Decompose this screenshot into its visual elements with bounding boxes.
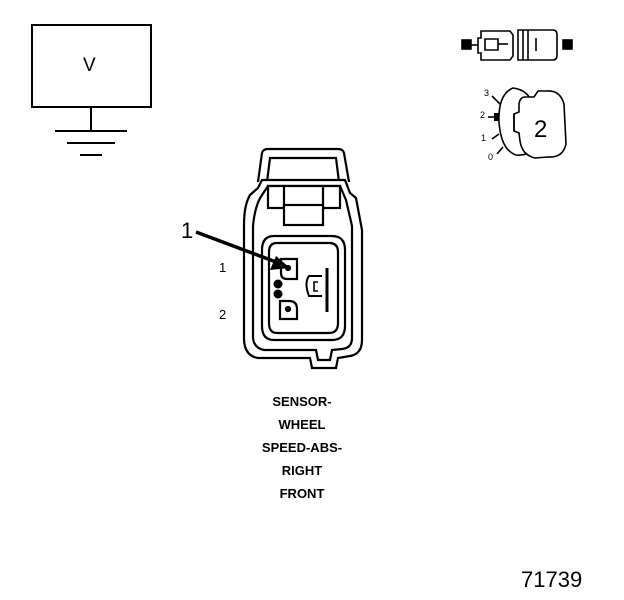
switch-tick-3: 3 <box>484 88 490 98</box>
pin-2-label: 2 <box>219 307 227 322</box>
pin-1-seal <box>273 279 283 289</box>
connector-mating-icon <box>461 29 573 61</box>
switch-position-label: 2 <box>534 116 548 143</box>
caption-line: SENSOR- <box>272 394 332 409</box>
switch-tick-1: 1 <box>481 133 487 143</box>
figure-number: 71739 <box>521 567 583 592</box>
pin-1-label: 1 <box>219 260 227 275</box>
caption-line: SPEED-ABS- <box>261 440 343 455</box>
connector-face <box>242 147 364 370</box>
voltmeter-symbol <box>31 24 152 156</box>
connector-cavity <box>260 234 347 342</box>
caption-line: WHEEL <box>278 417 326 432</box>
connector-shell <box>242 178 364 370</box>
rotary-switch-icon <box>488 87 567 159</box>
connector-latch <box>256 147 351 183</box>
switch-tick-0: 0 <box>488 152 494 162</box>
voltmeter-label: V <box>83 55 96 76</box>
switch-tick-2: 2 <box>480 110 486 120</box>
callout-arrow <box>195 230 290 270</box>
callout-number: 1 <box>181 218 194 243</box>
pin-2-contact <box>284 305 292 313</box>
caption-line: RIGHT <box>281 463 323 478</box>
caption-line: FRONT <box>279 486 325 501</box>
connector-caption: SENSOR- WHEEL SPEED-ABS- RIGHT FRONT <box>232 390 372 505</box>
pin-2-seal <box>273 289 283 299</box>
